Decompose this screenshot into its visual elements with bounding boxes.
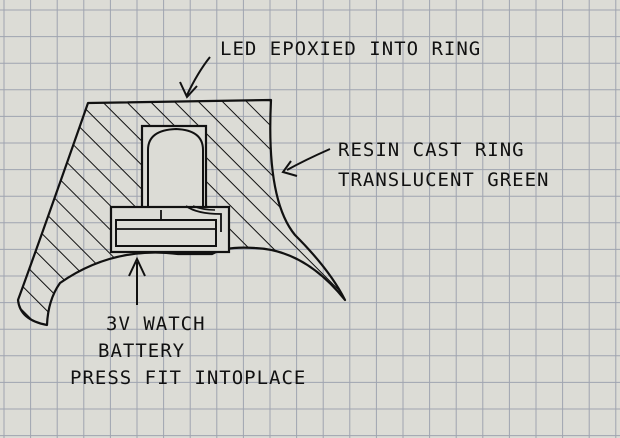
battery-cell (115, 219, 217, 247)
resin-label-line2: TRANSLUCENT GREEN (338, 169, 549, 191)
battery-label-line1: 3V WATCH (106, 313, 206, 335)
led-lead-right (185, 205, 222, 232)
battery-label-line2: BATTERY (98, 340, 185, 362)
led-label: LED EPOXIED INTO RING (220, 38, 481, 60)
led-lead-right-2 (192, 205, 216, 211)
battery-label-line3: PRESS FIT INTOPLACE (70, 367, 306, 389)
led-dome (147, 127, 204, 210)
battery-leader-arrow (128, 256, 146, 305)
resin-label-line1: RESIN CAST RING (338, 139, 525, 161)
resin-leader-arrow (281, 148, 331, 177)
led-leader-arrow (179, 56, 211, 99)
